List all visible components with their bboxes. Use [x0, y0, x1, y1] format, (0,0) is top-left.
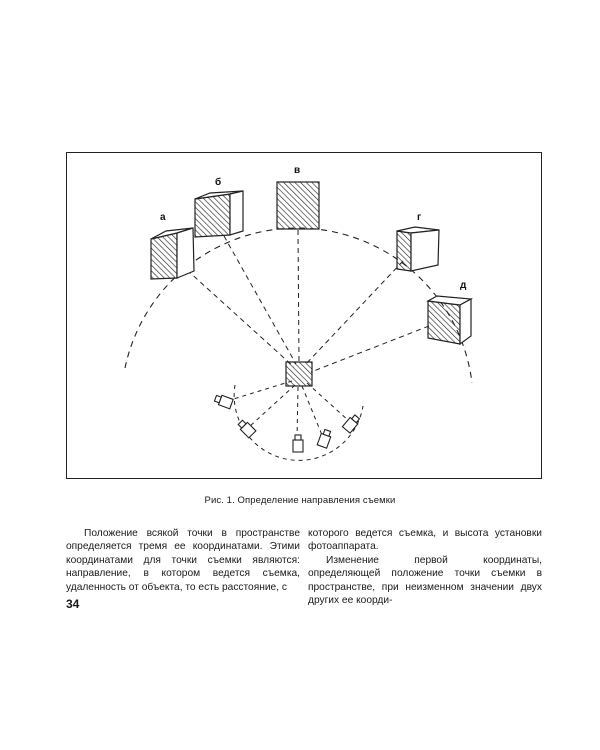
- label-v: в: [294, 165, 300, 176]
- label-a: а: [160, 212, 166, 223]
- camera-icon: [341, 414, 361, 434]
- camera-icon: [292, 434, 304, 453]
- figure-diagram: а б в г д: [124, 165, 474, 461]
- label-g: г: [417, 212, 421, 223]
- paragraph: Изменение первой координаты, определяюще…: [308, 554, 542, 607]
- camera-lines: [226, 380, 350, 440]
- camera-icon: [213, 394, 234, 410]
- paragraph: Положение всякой точки в пространстве оп…: [66, 528, 300, 593]
- figure-frame: а б в г д: [66, 152, 542, 479]
- cube-v: [276, 181, 320, 230]
- text-column-left: Положение всякой точки в пространстве оп…: [66, 527, 300, 594]
- camera-icons: [213, 394, 361, 453]
- cube-d: [426, 295, 474, 346]
- camera-icon: [237, 419, 257, 439]
- cube-b: [194, 190, 244, 238]
- figure-caption: Рис. 1. Определение направления съемки: [204, 495, 396, 506]
- page-number: 34: [66, 597, 80, 611]
- camera-icon: [316, 428, 332, 449]
- sight-lines: [186, 229, 430, 373]
- text-column-right: которого ведется съемка, и высота устано…: [308, 527, 542, 607]
- cube-g: [396, 226, 440, 272]
- label-d: д: [460, 280, 467, 291]
- paragraph-continuation: которого ведется съемка, и высота устано…: [308, 528, 542, 553]
- cube-a: [150, 227, 195, 280]
- label-b: б: [215, 176, 221, 188]
- cube-center: [285, 361, 313, 387]
